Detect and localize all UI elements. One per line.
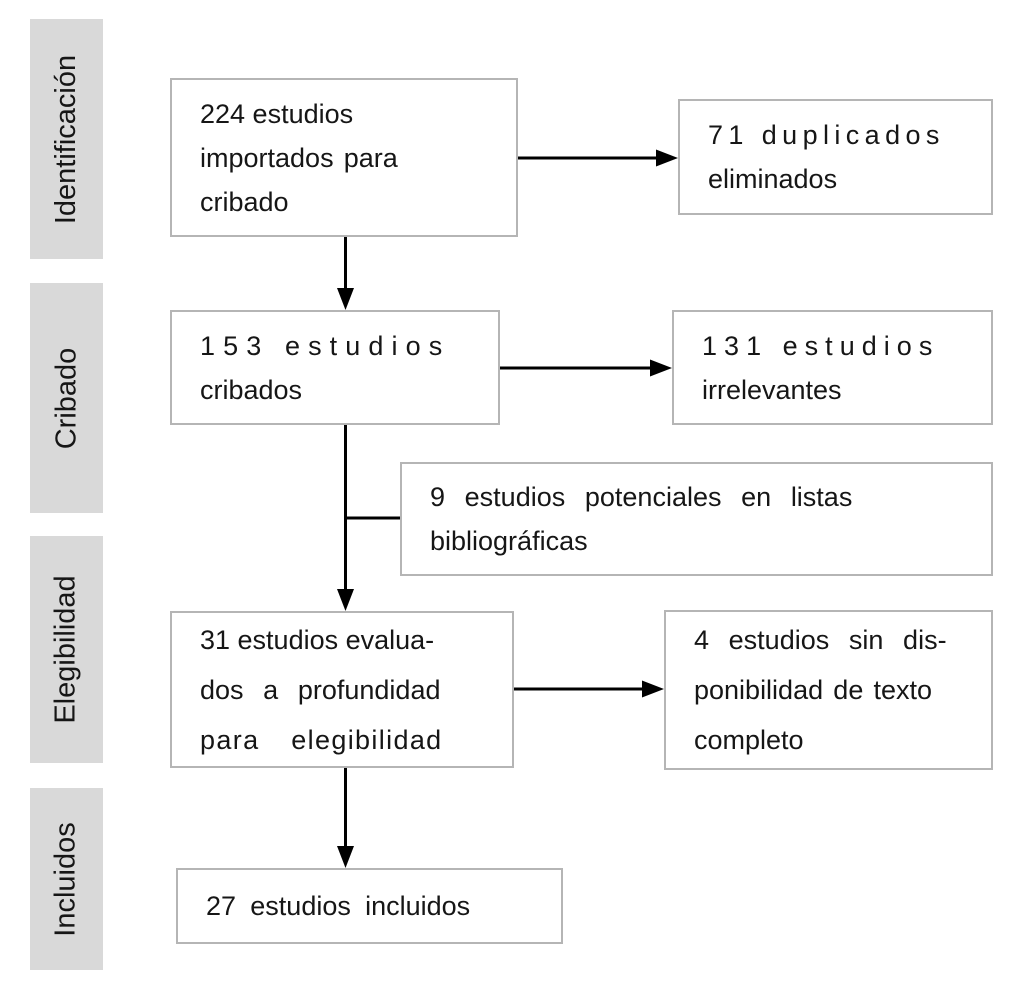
- box-studies-included: 27 estudios incluidos: [176, 868, 563, 944]
- box-line: importados para: [200, 142, 398, 173]
- box-line: eliminados: [708, 164, 838, 194]
- box-potential-reference-lists: 9 estudios potenciales en listas bibliog…: [400, 462, 993, 576]
- box-line: 224 estudios: [200, 98, 354, 129]
- arrow-imported-to-duplicates: [518, 149, 678, 167]
- box-line: 131 estudios: [702, 330, 940, 361]
- box-studies-screened: 153 estudios cribados: [170, 310, 500, 425]
- stage-label-included: Incluidos: [30, 788, 103, 970]
- stage-label-text: Identificación: [50, 54, 82, 224]
- stage-label-text: Cribado: [50, 347, 82, 449]
- box-line: ponibilidad de texto: [694, 675, 933, 705]
- box-imported-studies: 224 estudios importados para cribado: [170, 78, 518, 237]
- box-line: 71 duplicados: [708, 120, 945, 150]
- box-duplicates-removed: 71 duplicados eliminados: [678, 99, 993, 215]
- arrow-screened-to-irrelevant: [500, 359, 672, 377]
- box-line: cribados: [200, 374, 303, 405]
- box-line: completo: [694, 725, 804, 755]
- box-line: 9 estudios potenciales en listas: [430, 482, 853, 512]
- box-line: 31 estudios evalua-: [200, 624, 435, 655]
- box-irrelevant-studies: 131 estudios irrelevantes: [672, 310, 993, 425]
- box-line: bibliográficas: [430, 526, 588, 556]
- arrow-screened-to-eligibility: [337, 425, 354, 611]
- box-no-fulltext: 4 estudios sin dis- ponibilidad de texto…: [664, 610, 993, 770]
- box-line: para elegibilidad: [200, 724, 443, 755]
- box-line: dos a profundidad: [200, 674, 441, 705]
- stage-label-text: Incluidos: [50, 821, 82, 937]
- box-line: 27 estudios incluidos: [206, 891, 471, 921]
- box-line: 4 estudios sin dis-: [694, 625, 947, 655]
- stage-label-eligibility: Elegibilidad: [30, 536, 103, 763]
- box-line: 153 estudios: [200, 330, 451, 361]
- stage-label-identification: Identificación: [30, 19, 103, 259]
- stage-label-screening: Cribado: [30, 283, 103, 513]
- stage-label-text: Elegibilidad: [50, 575, 83, 724]
- arrow-eligibility-to-included: [337, 768, 354, 868]
- arrow-eligibility-to-nofulltext: [514, 680, 664, 698]
- box-line: cribado: [200, 186, 289, 217]
- arrow-imported-to-screened: [337, 237, 354, 310]
- box-line: irrelevantes: [702, 374, 842, 405]
- box-assessed-eligibility: 31 estudios evalua- dos a profundidad pa…: [170, 611, 514, 768]
